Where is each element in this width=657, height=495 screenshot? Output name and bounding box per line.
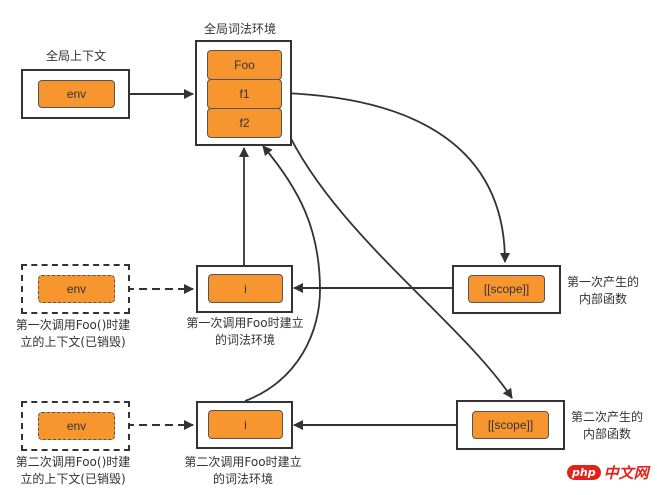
arrow-f1-to-scope1: [281, 92, 510, 263]
watermark-text: 中文网: [603, 464, 649, 482]
second-scope-node: [[scope]]: [472, 411, 549, 439]
first-call-context-label: 第一次调用Foo()时建 立的上下文(已销毁): [15, 318, 131, 349]
second-call-context-label: 第二次调用Foo()时建 立的上下文(已销毁): [15, 455, 131, 486]
second-call-lexical-box: i: [196, 401, 293, 449]
second-inner-fn-label: 第二次产生的 内部函数: [570, 410, 643, 441]
global-context-title: 全局上下文: [45, 49, 106, 63]
first-inner-fn-box: [[scope]]: [452, 265, 561, 314]
arrow-f2-to-scope2: [282, 121, 513, 399]
first-call-i-node: i: [208, 274, 283, 303]
first-call-context-box: env: [21, 264, 130, 314]
second-inner-fn-box: [[scope]]: [456, 400, 565, 450]
second-call-lexical-label: 第二次调用Foo时建立 的词法环境: [184, 455, 302, 486]
first-call-env-node: env: [38, 275, 115, 303]
global-lexical-title: 全局词法环境: [203, 22, 276, 36]
second-call-env-node: env: [38, 412, 115, 440]
first-call-lexical-box: i: [196, 265, 293, 313]
first-scope-node: [[scope]]: [468, 275, 545, 303]
f1-node: f1: [207, 79, 282, 109]
first-inner-fn-label: 第一次产生的 内部函数: [566, 275, 639, 306]
arrow-i2-to-global: [244, 145, 321, 402]
second-call-context-box: env: [21, 401, 130, 451]
php-badge: php: [567, 465, 601, 480]
first-call-lexical-label: 第一次调用Foo时建立 的词法环境: [186, 316, 304, 347]
f2-node: f2: [207, 108, 282, 138]
global-lexical-box: Foo f1 f2: [195, 40, 292, 146]
php-cn-logo: php 中文网: [567, 462, 649, 483]
second-call-i-node: i: [208, 410, 283, 439]
global-env-node: env: [38, 80, 115, 108]
global-context-box: env: [21, 69, 130, 119]
foo-node: Foo: [207, 50, 282, 80]
